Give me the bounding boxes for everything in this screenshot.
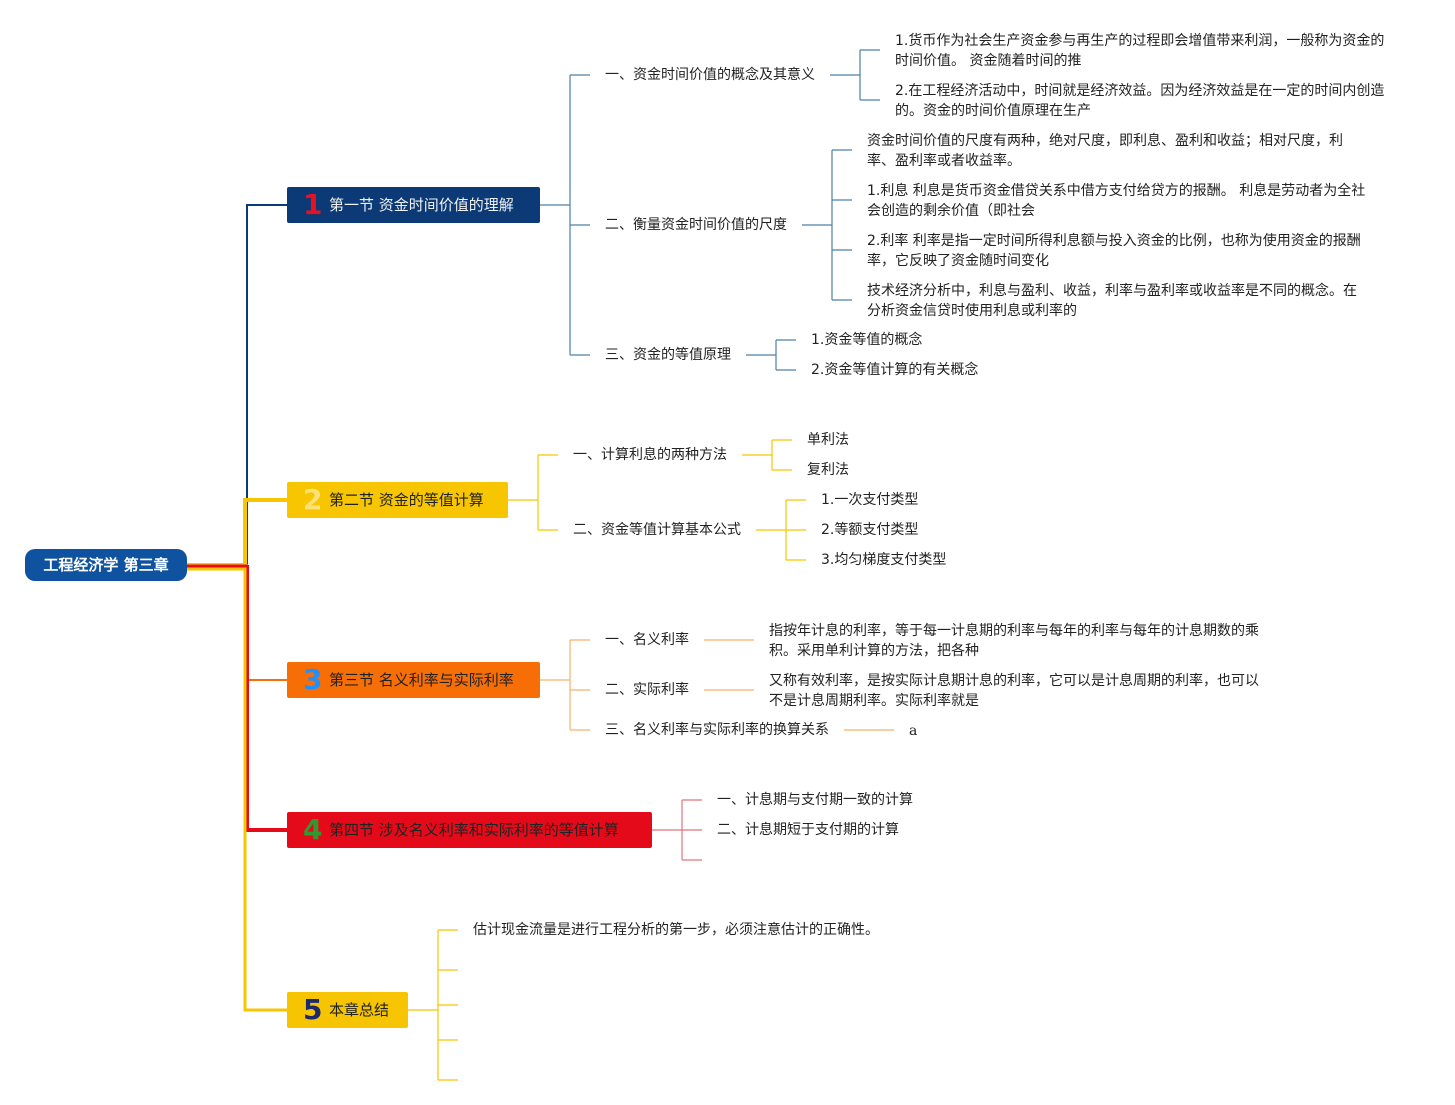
section-1-number: 1	[303, 188, 323, 221]
leaf-1-2-2[interactable]: 1.利息 利息是货币资金借贷关系中借方支付给贷方的报酬。 利息是劳动者为全社会创…	[867, 183, 1366, 219]
leaf-1-3-1[interactable]: 1.资金等值的概念	[811, 332, 923, 348]
section-5-number: 5	[303, 993, 323, 1026]
topic-1-2[interactable]: 二、衡量资金时间价值的尺度	[605, 217, 787, 233]
leaf-2-1-1[interactable]: 单利法	[807, 432, 849, 448]
topic-3-3[interactable]: 三、名义利率与实际利率的换算关系	[605, 722, 829, 738]
section-2-branches	[508, 439, 806, 561]
leaf-2-2-3[interactable]: 3.均匀梯度支付类型	[821, 552, 947, 568]
section-4-label: 第四节 涉及名义利率和实际利率的等值计算	[329, 821, 619, 839]
section-2-number: 2	[303, 483, 323, 516]
topic-4-2[interactable]: 二、计息期短于支付期的计算	[717, 822, 899, 838]
trunk-3	[187, 564, 287, 681]
section-5-branches	[408, 929, 458, 1081]
topic-1-1[interactable]: 一、资金时间价值的概念及其意义	[605, 67, 815, 83]
topic-5-1[interactable]: 估计现金流量是进行工程分析的第一步，必须注意估计的正确性。	[473, 922, 879, 938]
root-trunks	[187, 204, 287, 1012]
section-1-node[interactable]: 1 第一节 资金时间价值的理解	[287, 187, 540, 223]
leaf-1-1-2[interactable]: 2.在工程经济活动中，时间就是经济效益。因为经济效益是在一定的时间内创造的。资金…	[895, 83, 1385, 119]
topic-3-2[interactable]: 二、实际利率	[605, 682, 689, 698]
leaf-1-2-3[interactable]: 2.利率 利率是指一定时间所得利息额与投入资金的比例，也称为使用资金的报酬率，它…	[867, 233, 1361, 269]
topic-2-1[interactable]: 一、计算利息的两种方法	[573, 447, 727, 463]
section-3-branches	[540, 639, 894, 731]
section-4-branches	[652, 799, 702, 861]
leaf-2-2-1[interactable]: 1.一次支付类型	[821, 492, 919, 508]
leaf-2-1-2[interactable]: 复利法	[807, 462, 849, 478]
trunk-1	[187, 204, 287, 566]
section-4-number: 4	[303, 813, 323, 846]
leaf-3-2-1[interactable]: 又称有效利率，是按实际计息期计息的利率，它可以是计息周期的利率，也可以不是计息周…	[769, 673, 1259, 709]
trunk-2	[187, 498, 287, 567]
section-1-branches	[540, 49, 880, 371]
leaf-1-3-2[interactable]: 2.资金等值计算的有关概念	[811, 362, 979, 378]
leaf-1-1-1[interactable]: 1.货币作为社会生产资金参与再生产的过程即会增值带来利润，一般称为资金的时间价值…	[895, 33, 1385, 69]
section-2-label: 第二节 资金的等值计算	[329, 491, 484, 509]
section-3-number: 3	[303, 663, 323, 696]
root-node[interactable]: 工程经济学 第三章	[25, 549, 187, 581]
section-2-node[interactable]: 2 第二节 资金的等值计算	[287, 482, 508, 518]
leaf-3-3-1[interactable]: a	[909, 723, 918, 739]
leaf-2-2-2[interactable]: 2.等额支付类型	[821, 522, 919, 538]
trunk-4	[187, 565, 287, 832]
leaf-1-2-1[interactable]: 资金时间价值的尺度有两种，绝对尺度，即利息、盈利和收益；相对尺度，利率、盈利率或…	[867, 133, 1343, 169]
topic-4-1[interactable]: 一、计息期与支付期一致的计算	[717, 792, 913, 808]
section-3-node[interactable]: 3 第三节 名义利率与实际利率	[287, 662, 540, 698]
topic-1-3[interactable]: 三、资金的等值原理	[605, 347, 731, 363]
section-3-label: 第三节 名义利率与实际利率	[329, 671, 514, 689]
leaf-3-1-1[interactable]: 指按年计息的利率，等于每一计息期的利率与每年的利率与每年的计息期数的乘积。采用单…	[769, 623, 1259, 659]
section-5-node[interactable]: 5 本章总结	[287, 992, 408, 1028]
section-5-label: 本章总结	[329, 1001, 390, 1019]
leaf-1-2-4[interactable]: 技术经济分析中，利息与盈利、收益，利率与盈利率或收益率是不同的概念。在分析资金信…	[867, 283, 1357, 319]
topic-2-2[interactable]: 二、资金等值计算基本公式	[573, 522, 741, 538]
topic-3-1[interactable]: 一、名义利率	[605, 632, 689, 648]
section-1-label: 第一节 资金时间价值的理解	[329, 196, 514, 214]
trunk-5	[187, 567, 287, 1012]
section-4-node[interactable]: 4 第四节 涉及名义利率和实际利率的等值计算	[287, 812, 652, 848]
